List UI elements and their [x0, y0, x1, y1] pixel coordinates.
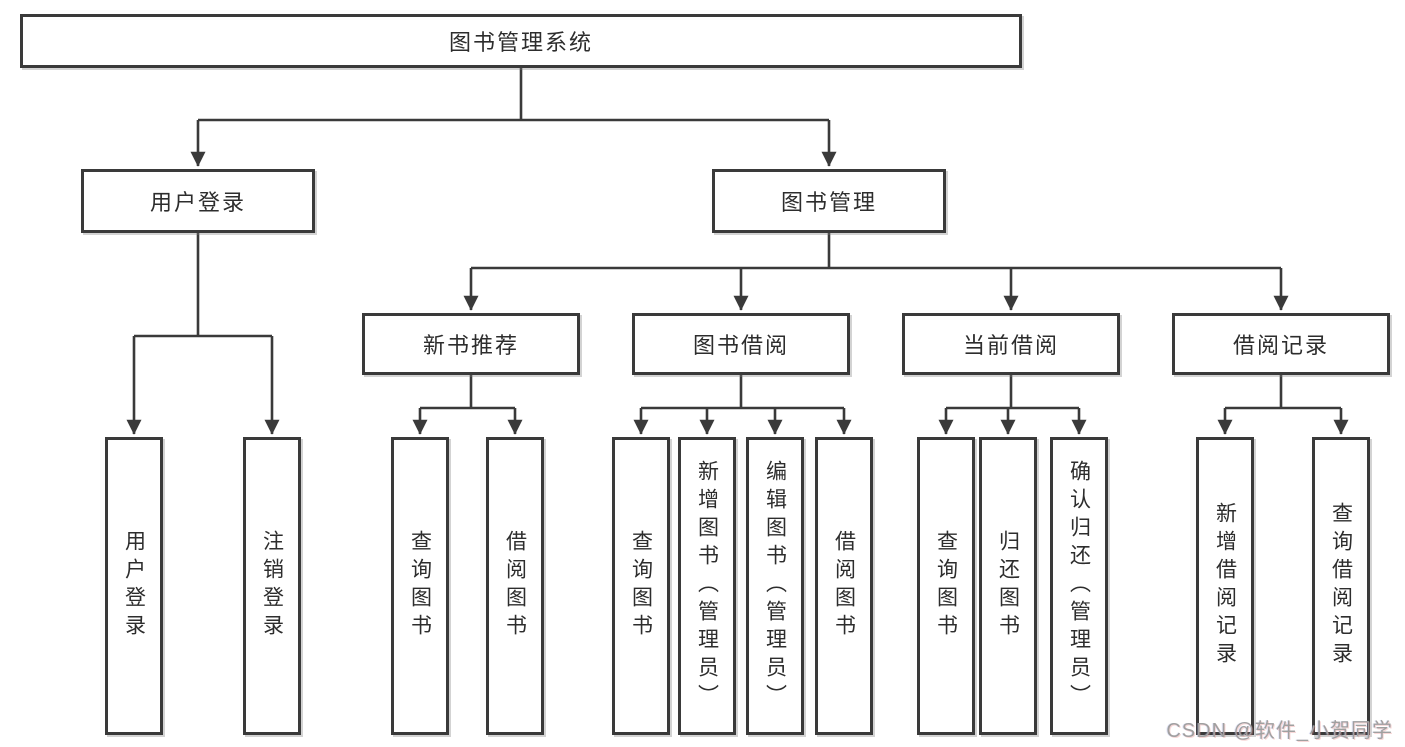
node-user-login: 用户登录: [81, 169, 315, 233]
node-new-book-recommend: 新书推荐: [362, 313, 580, 375]
leaf-user-login-label: 用户登录: [122, 530, 146, 642]
node-current-borrowing: 当前借阅: [902, 313, 1120, 375]
node-user-login-label: 用户登录: [149, 190, 246, 215]
node-book-borrowing-label: 图书借阅: [692, 333, 789, 358]
leaf-query-borrow-record: 查询借阅记录: [1312, 437, 1370, 735]
node-current-borrowing-label: 当前借阅: [962, 333, 1059, 358]
leaf-add-books-admin: 新增图书（管理员）: [678, 437, 736, 735]
node-library-system: 图书管理系统: [20, 14, 1022, 68]
leaf-add-borrow-record: 新增借阅记录: [1196, 437, 1254, 735]
leaf-confirm-return-admin-label: 确认归还（管理员）: [1067, 460, 1091, 712]
node-borrowing-records-label: 借阅记录: [1232, 333, 1329, 358]
leaf-logout-label: 注销登录: [260, 530, 284, 642]
node-book-management-label: 图书管理: [780, 190, 877, 215]
leaf-query-books-borrowing-label: 查询图书: [629, 530, 653, 642]
leaf-return-books-label: 归还图书: [996, 530, 1020, 642]
leaf-query-books-current-label: 查询图书: [934, 530, 958, 642]
leaf-add-borrow-record-label: 新增借阅记录: [1213, 502, 1237, 670]
node-book-management: 图书管理: [712, 169, 946, 233]
leaf-edit-books-admin: 编辑图书（管理员）: [746, 437, 804, 735]
leaf-add-books-admin-label: 新增图书（管理员）: [695, 460, 719, 712]
csdn-watermark: CSDN @软件_小贺同学: [1166, 720, 1393, 742]
node-borrowing-records: 借阅记录: [1172, 313, 1390, 375]
leaf-borrow-books-borrowing: 借阅图书: [815, 437, 873, 735]
leaf-borrow-books-recommend: 借阅图书: [486, 437, 544, 735]
leaf-query-borrow-record-label: 查询借阅记录: [1329, 502, 1353, 670]
leaf-logout: 注销登录: [243, 437, 301, 735]
leaf-borrow-books-recommend-label: 借阅图书: [503, 530, 527, 642]
leaf-borrow-books-borrowing-label: 借阅图书: [832, 530, 856, 642]
leaf-query-books-recommend: 查询图书: [391, 437, 449, 735]
node-library-system-label: 图书管理系统: [448, 30, 593, 55]
leaf-confirm-return-admin: 确认归还（管理员）: [1050, 437, 1108, 735]
node-new-book-recommend-label: 新书推荐: [422, 333, 519, 358]
leaf-query-books-current: 查询图书: [917, 437, 975, 735]
leaf-edit-books-admin-label: 编辑图书（管理员）: [763, 460, 787, 712]
leaf-query-books-recommend-label: 查询图书: [408, 530, 432, 642]
leaf-query-books-borrowing: 查询图书: [612, 437, 670, 735]
node-book-borrowing: 图书借阅: [632, 313, 850, 375]
leaf-return-books: 归还图书: [979, 437, 1037, 735]
leaf-user-login: 用户登录: [105, 437, 163, 735]
